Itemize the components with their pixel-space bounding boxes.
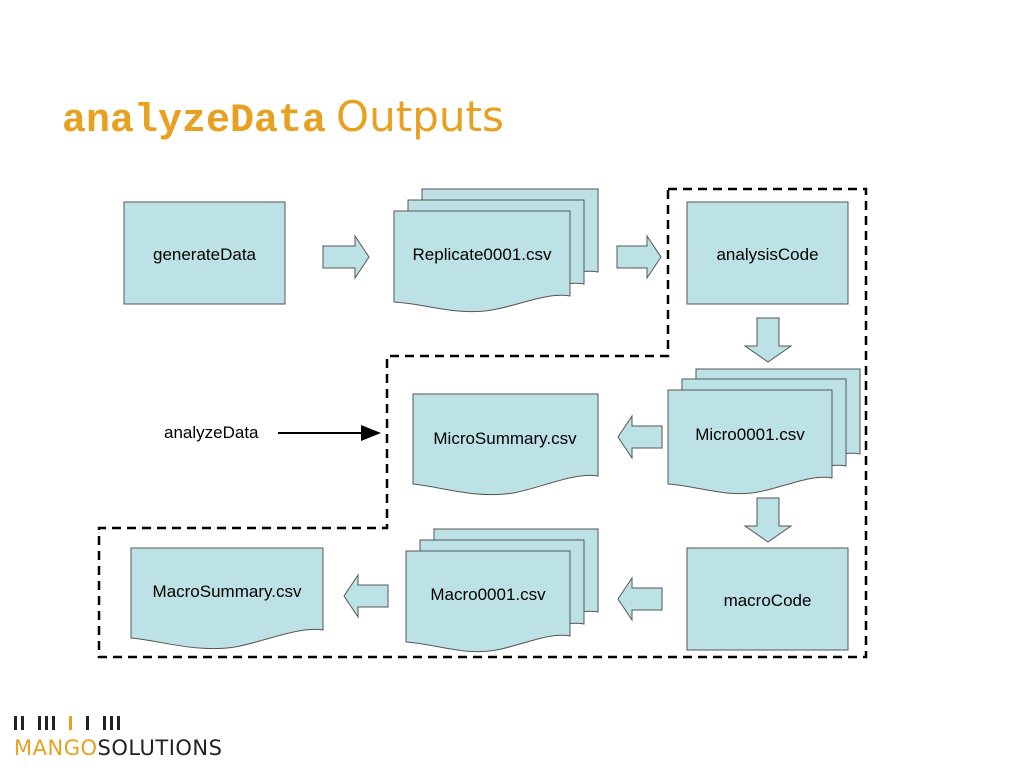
macro-csv-label: Macro0001.csv [430, 585, 546, 604]
microsummary-csv-document: MicroSummary.csv [412, 393, 599, 496]
logo-wordmark: MANGOSOLUTIONS [14, 736, 222, 760]
macrosummary-csv-document: MacroSummary.csv [130, 547, 324, 650]
macrosummary-csv-label: MacroSummary.csv [153, 582, 302, 601]
analysisCode-process: analysisCode [686, 201, 849, 305]
arrow-generate-to-replicate [322, 234, 370, 280]
micro-csv-label: Micro0001.csv [695, 425, 805, 444]
generateData-process: generateData [123, 201, 286, 305]
arrow-replicate-to-analysis [616, 234, 662, 280]
logo-solutions-text: SOLUTIONS [97, 736, 223, 760]
logo-mango-text: MANGO [14, 736, 98, 760]
title-rest: Outputs [336, 92, 504, 141]
arrow-analysis-to-micro [743, 317, 793, 363]
macro-csv-documents: Macro0001.csv [405, 528, 599, 653]
arrow-micro-to-microsummary [617, 414, 663, 460]
title-code: analyzeData [62, 99, 327, 144]
micro-csv-documents: Micro0001.csv [667, 368, 861, 495]
analyzeData-scope-boundary [97, 187, 868, 659]
microsummary-csv-label: MicroSummary.csv [433, 429, 577, 448]
macroCode-label: macroCode [724, 591, 812, 610]
replicate-csv-label: Replicate0001.csv [413, 245, 552, 264]
arrow-macrocode-to-macro [617, 576, 663, 622]
mango-solutions-logo: MANGOSOLUTIONS [14, 714, 222, 760]
analyzeData-pointer-label: analyzeData [164, 423, 259, 442]
arrow-micro-to-macrocode [743, 497, 793, 543]
generateData-label: generateData [153, 245, 257, 264]
arrow-macro-to-macrosummary [343, 573, 389, 619]
analysisCode-label: analysisCode [716, 245, 818, 264]
logo-bars-graphic [14, 714, 222, 730]
replicate-csv-documents: Replicate0001.csv [393, 188, 599, 313]
macroCode-process: macroCode [686, 547, 849, 651]
